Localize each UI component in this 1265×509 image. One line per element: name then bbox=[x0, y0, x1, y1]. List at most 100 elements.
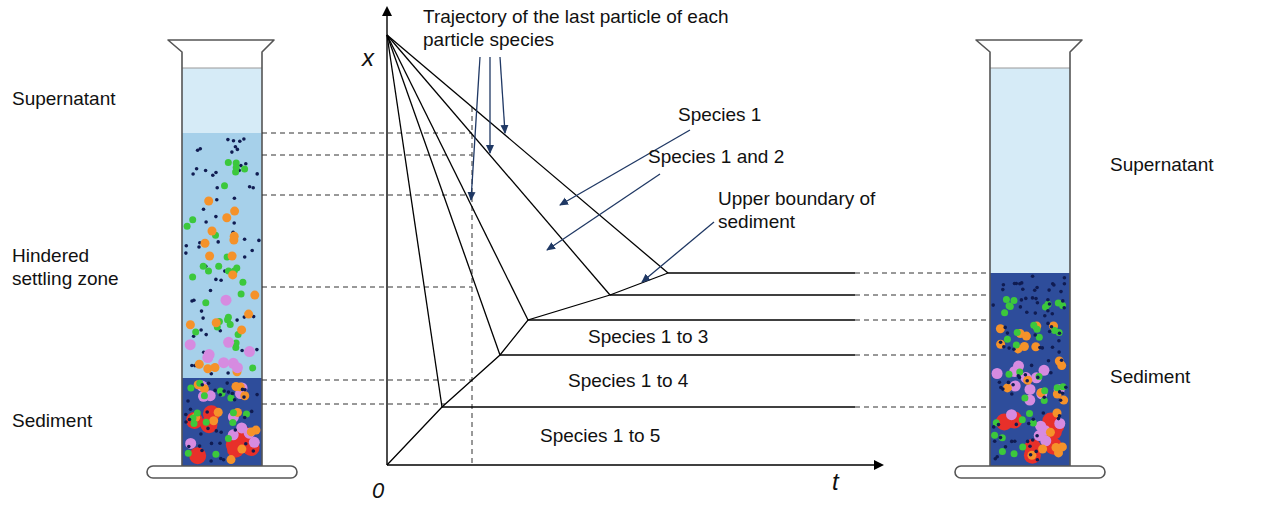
particle bbox=[1034, 450, 1038, 454]
particle bbox=[992, 368, 1003, 379]
particle bbox=[222, 389, 226, 393]
particle bbox=[996, 340, 1005, 349]
particle bbox=[1024, 373, 1028, 377]
particle bbox=[252, 449, 256, 453]
particle bbox=[250, 410, 254, 414]
particle bbox=[255, 348, 259, 352]
particle bbox=[202, 299, 209, 306]
particle bbox=[1011, 297, 1018, 304]
particle bbox=[232, 221, 236, 225]
particle bbox=[1007, 381, 1011, 385]
particle bbox=[1031, 296, 1035, 300]
particle bbox=[1034, 297, 1038, 301]
particle bbox=[1030, 322, 1037, 329]
particle bbox=[200, 309, 204, 313]
particle bbox=[1003, 326, 1007, 330]
particle bbox=[1020, 342, 1029, 351]
particle bbox=[1063, 282, 1067, 286]
particle bbox=[188, 418, 192, 422]
particle bbox=[218, 442, 222, 446]
particle bbox=[1003, 383, 1012, 392]
particle bbox=[231, 392, 235, 396]
particle bbox=[215, 198, 219, 202]
particle bbox=[192, 329, 199, 336]
particle bbox=[187, 385, 194, 392]
particle bbox=[999, 434, 1006, 441]
particle bbox=[202, 208, 206, 212]
particle bbox=[1029, 453, 1033, 457]
text-label: Species 1 to 4 bbox=[568, 370, 688, 393]
particle bbox=[201, 383, 205, 387]
particle bbox=[186, 399, 190, 403]
particle bbox=[996, 324, 1005, 333]
text-label: Supernatant bbox=[12, 88, 116, 111]
particle bbox=[1035, 421, 1046, 432]
particle bbox=[214, 278, 218, 282]
particle bbox=[1006, 331, 1010, 335]
particle bbox=[1049, 371, 1053, 375]
particle bbox=[195, 167, 199, 171]
particle bbox=[1035, 286, 1039, 290]
particle bbox=[210, 442, 214, 446]
particle bbox=[238, 291, 245, 298]
particle bbox=[244, 346, 255, 357]
particle bbox=[1001, 288, 1005, 292]
text-label: Supernatant bbox=[1110, 154, 1214, 177]
particle bbox=[1047, 288, 1051, 292]
particle bbox=[241, 388, 245, 392]
particle bbox=[1046, 298, 1050, 302]
particle bbox=[225, 435, 232, 442]
particle bbox=[1060, 359, 1064, 363]
particle bbox=[209, 459, 213, 463]
particle bbox=[1007, 346, 1011, 350]
particle bbox=[1023, 376, 1032, 385]
particle bbox=[1036, 458, 1040, 462]
particle bbox=[243, 255, 247, 259]
particle bbox=[185, 450, 192, 457]
particle bbox=[1010, 392, 1014, 396]
text-label: Sediment bbox=[12, 410, 92, 433]
particle bbox=[1012, 348, 1016, 352]
particle bbox=[1038, 445, 1047, 454]
particle bbox=[237, 445, 246, 454]
particle bbox=[190, 364, 194, 368]
particle bbox=[257, 239, 261, 243]
particle bbox=[1062, 306, 1066, 310]
particle bbox=[203, 419, 210, 426]
particle bbox=[991, 432, 998, 439]
particle bbox=[243, 237, 247, 241]
particle bbox=[227, 390, 231, 394]
particle bbox=[244, 442, 248, 446]
particle bbox=[1004, 336, 1011, 343]
particle bbox=[218, 357, 229, 368]
text-label: Hindered settling zone bbox=[12, 245, 152, 291]
particle bbox=[1004, 445, 1008, 449]
particle bbox=[184, 420, 188, 424]
particle bbox=[997, 423, 1001, 427]
particle bbox=[223, 337, 234, 348]
particle bbox=[1035, 434, 1039, 438]
particle bbox=[242, 137, 246, 141]
particle bbox=[1034, 430, 1045, 441]
particle bbox=[1021, 394, 1028, 401]
particle bbox=[227, 455, 236, 464]
particle bbox=[999, 436, 1003, 440]
particle bbox=[992, 425, 996, 429]
particle bbox=[204, 220, 208, 224]
particle bbox=[189, 216, 196, 223]
particle bbox=[221, 295, 232, 306]
particle bbox=[240, 349, 244, 353]
particle bbox=[232, 362, 243, 373]
particle bbox=[191, 420, 198, 427]
particle bbox=[215, 263, 222, 270]
particle bbox=[1003, 296, 1010, 303]
text-label: 0 bbox=[372, 478, 384, 504]
particle bbox=[991, 303, 995, 307]
particle bbox=[187, 445, 191, 449]
particle bbox=[239, 279, 246, 286]
particle bbox=[1002, 283, 1006, 287]
particle bbox=[244, 162, 248, 166]
particle bbox=[185, 339, 196, 350]
particle bbox=[195, 360, 204, 369]
particle bbox=[205, 268, 212, 275]
